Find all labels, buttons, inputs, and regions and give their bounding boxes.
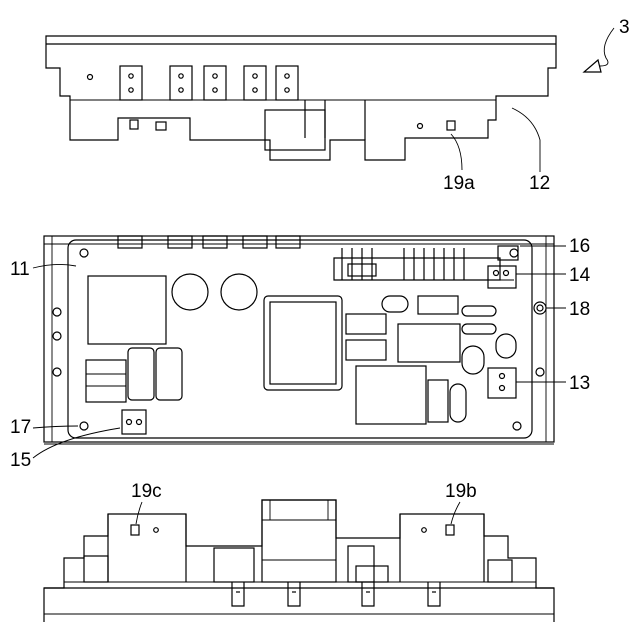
connector-13: [488, 368, 516, 398]
label-14: 14: [569, 265, 591, 286]
ic-module: [264, 296, 342, 390]
label-11: 11: [10, 259, 30, 280]
middle-view: 11 16 14 18 13 17 15: [10, 236, 591, 471]
label-13: 13: [569, 373, 590, 394]
center-connector: [262, 500, 336, 582]
transformer-block: [356, 366, 426, 424]
connector-14: [488, 266, 516, 288]
top-view: 3 12 19a: [46, 17, 630, 194]
label-3: 3: [619, 17, 630, 38]
bottom-view: 19c 19b: [44, 481, 554, 622]
label-12: 12: [529, 173, 550, 194]
label-19a: 19a: [443, 173, 475, 194]
hole-19b: [446, 525, 454, 535]
label-17: 17: [10, 417, 31, 438]
bottom-pins: [232, 582, 440, 606]
housing-outline: [44, 236, 554, 442]
heat-sink: [334, 248, 500, 280]
connector-15: [122, 410, 146, 434]
label-19c: 19c: [131, 481, 162, 502]
top-terminal-blocks: [120, 66, 298, 100]
label-15: 15: [10, 450, 31, 471]
pcb-board: [68, 240, 532, 438]
label-16: 16: [569, 236, 590, 257]
bottom-view-housing-outline: [44, 500, 554, 622]
label-19b: 19b: [445, 481, 477, 502]
hole-19c: [131, 525, 139, 535]
top-view-housing-outline: [46, 36, 556, 160]
label-18: 18: [569, 299, 590, 320]
